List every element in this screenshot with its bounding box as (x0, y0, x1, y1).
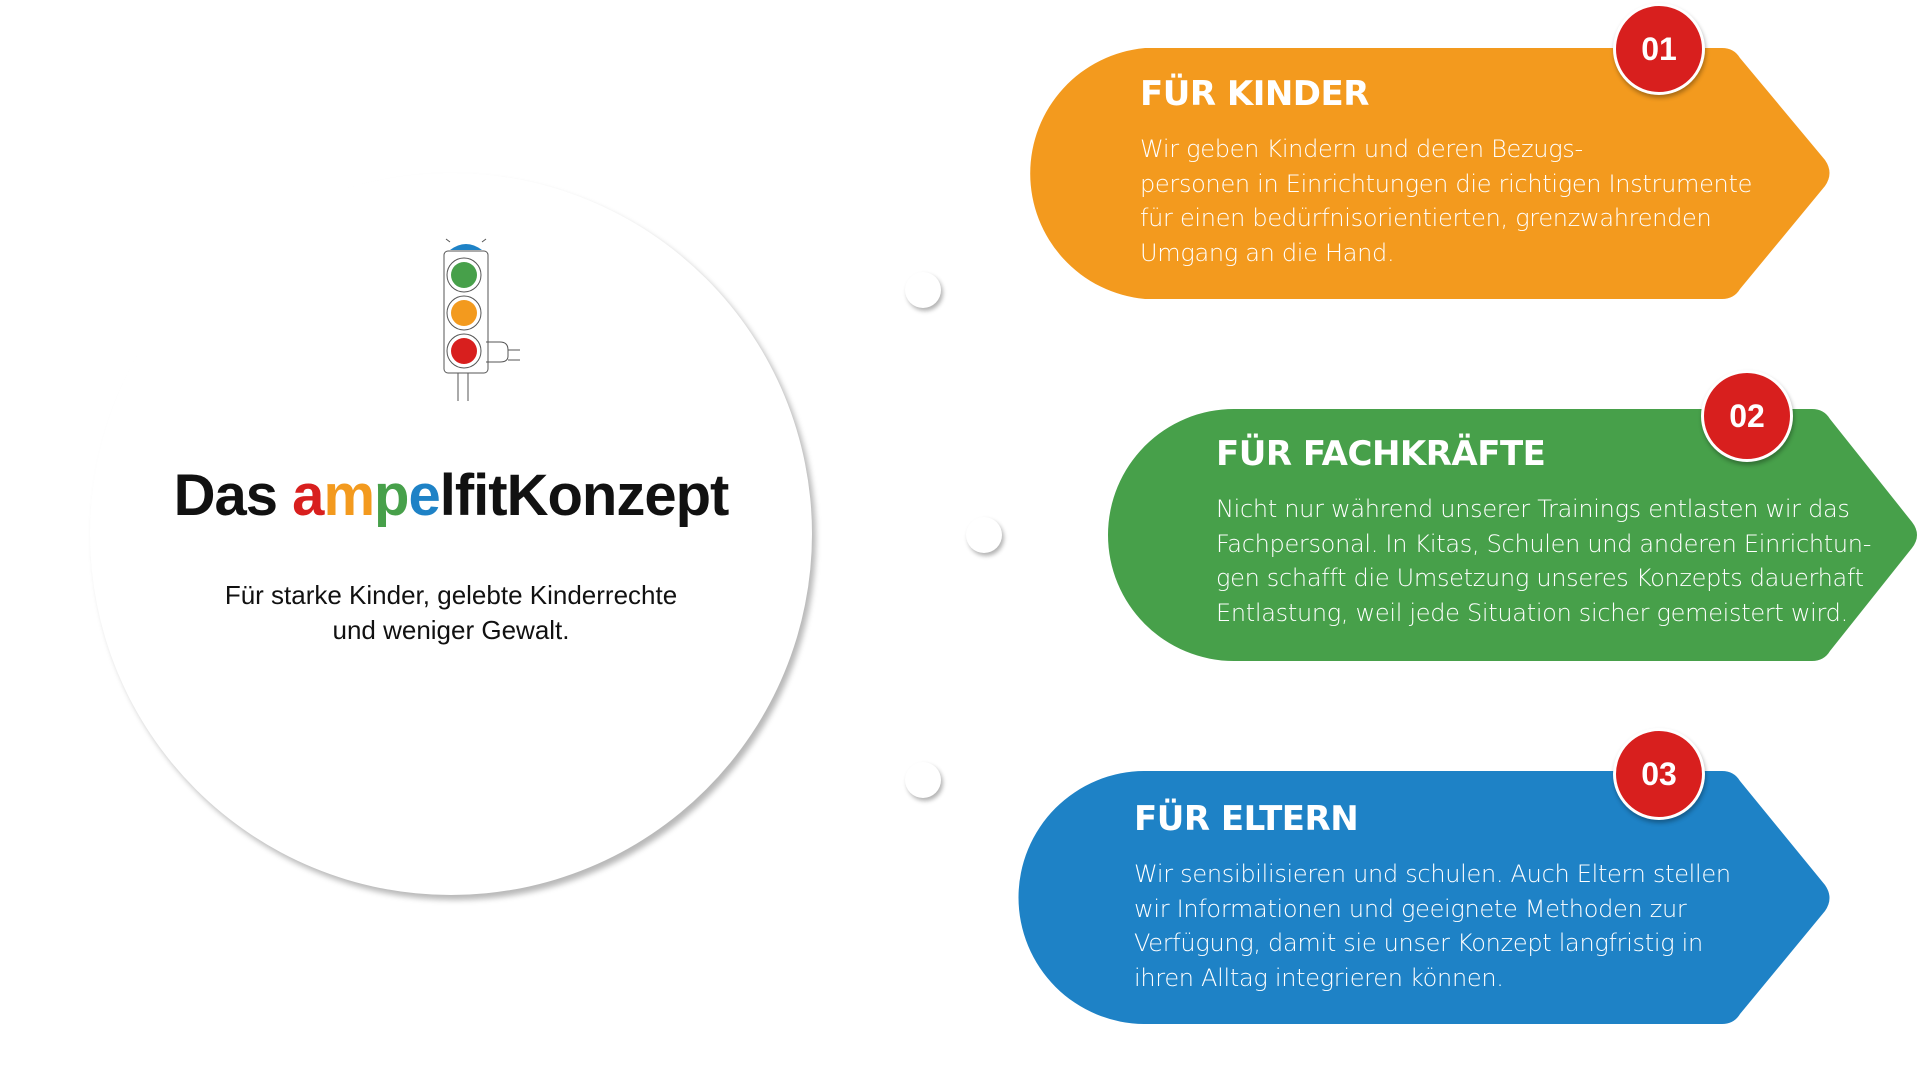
title-rest: lfitKonzept (439, 463, 730, 528)
card-shape-kinder (1030, 48, 1830, 299)
connector-dot-2 (966, 517, 1002, 553)
concept-subtitle: Für starke Kinder, gelebte Kinderrechte u… (0, 578, 902, 648)
card-title: FÜR ELTERN (1134, 799, 1359, 839)
card-title: FÜR KINDER (1140, 74, 1369, 114)
number-badge-02: 02 (1701, 370, 1793, 462)
card-kinder: FÜR KINDER Wir geben Kindern und deren B… (1140, 74, 1752, 270)
title-letter-e: e (408, 463, 440, 528)
subtitle-line-2: und weniger Gewalt. (332, 615, 570, 645)
card-fachkraefte: FÜR FACHKRÄFTE Nicht nur während unserer… (1216, 434, 1871, 630)
traffic-light-icon (443, 238, 520, 401)
card-body: Wir sensibilisieren und schulen. Auch El… (1134, 860, 1731, 992)
card-title: FÜR FACHKRÄFTE (1216, 434, 1546, 474)
subtitle-line-1: Für starke Kinder, gelebte Kinderrechte (224, 580, 678, 610)
card-eltern: FÜR ELTERN Wir sensibilisieren und schul… (1134, 799, 1731, 995)
card-body: Wir geben Kindern und deren Bezugs- pers… (1140, 135, 1753, 267)
concept-title: Das ampelfitKonzept (0, 462, 902, 529)
title-prefix: Das (173, 463, 293, 528)
title-letter-a: a (292, 463, 324, 528)
number-badge-01: 01 (1613, 3, 1705, 95)
title-letter-p: p (374, 463, 409, 528)
card-shape-eltern (1018, 771, 1830, 1024)
intro-circle (90, 173, 812, 895)
connector-dot-3 (905, 762, 941, 798)
title-letter-m: m (323, 463, 375, 528)
connector-dot-1 (905, 272, 941, 308)
card-shape-fachkraefte (1108, 409, 1917, 661)
card-body: Nicht nur während unserer Trainings entl… (1216, 495, 1872, 627)
number-badge-03: 03 (1613, 728, 1705, 820)
